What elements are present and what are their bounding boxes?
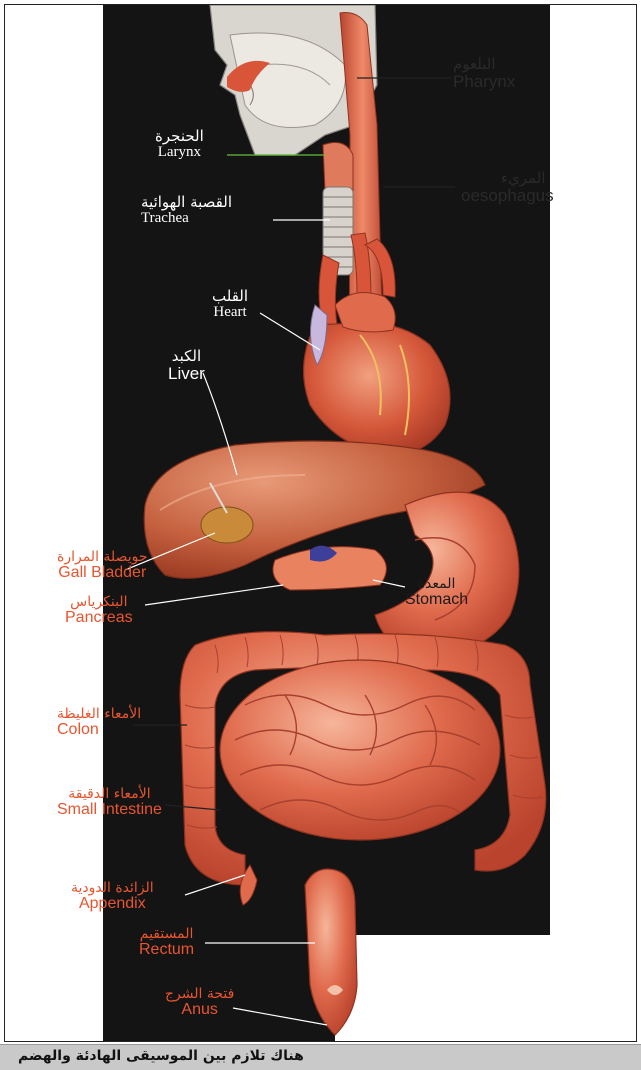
label-heart: القلب Heart <box>212 289 248 321</box>
label-rectum: المستقيم Rectum <box>139 927 194 958</box>
gall-bladder-english: Gall Bladder <box>57 565 147 582</box>
rectum-english: Rectum <box>139 942 194 959</box>
pharynx-arabic: البلعوم <box>453 57 515 73</box>
larynx-english: Larynx <box>155 145 204 161</box>
label-appendix: الزائدة الدودية Appendix <box>71 881 154 912</box>
caption-bar: هناك تلازم بين الموسيقى الهادئة والهضم <box>0 1044 641 1070</box>
heart-arabic: القلب <box>212 289 248 305</box>
label-stomach: المعدة Stomach <box>405 577 468 608</box>
liver-arabic: الكبد <box>168 349 205 365</box>
label-gall-bladder: حويصلة المرارة Gall Bladder <box>57 550 147 581</box>
label-oesophagus: المريء oesophagus <box>461 171 554 205</box>
pharynx-english: Pharynx <box>453 73 515 91</box>
small-intestine-english: Small Intestine <box>57 802 162 819</box>
label-pharynx: البلعوم Pharynx <box>453 57 515 91</box>
anatomy-figure: البلعوم Pharynx المريء oesophagus الحنجر… <box>4 4 637 1042</box>
pancreas-english: Pancreas <box>65 610 133 627</box>
label-liver: الكبد Liver <box>168 349 205 383</box>
heart-english: Heart <box>212 305 248 321</box>
trachea-arabic: القصبة الهوائية <box>141 195 232 211</box>
colon-arabic: الأمعاء الغليظة <box>57 707 141 722</box>
label-small-intestine: الأمعاء الدقيقة Small Intestine <box>57 787 162 818</box>
label-anus: فتحة الشرج Anus <box>165 987 234 1018</box>
anus-arabic: فتحة الشرج <box>165 987 234 1002</box>
colon-english: Colon <box>57 722 141 739</box>
caption-text: هناك تلازم بين الموسيقى الهادئة والهضم <box>18 1048 304 1064</box>
appendix-arabic: الزائدة الدودية <box>71 881 154 896</box>
gall-bladder-arabic: حويصلة المرارة <box>57 550 147 565</box>
label-larynx: الحنجرة Larynx <box>155 129 204 161</box>
small-intestine-shape <box>220 660 500 840</box>
liver-english: Liver <box>168 365 205 383</box>
anus-english: Anus <box>165 1002 234 1019</box>
label-colon: الأمعاء الغليظة Colon <box>57 707 141 738</box>
oesophagus-english: oesophagus <box>461 187 554 205</box>
label-trachea: القصبة الهوائية Trachea <box>141 195 232 227</box>
trachea-english: Trachea <box>141 211 232 227</box>
stomach-english: Stomach <box>405 592 468 609</box>
pancreas-arabic: البنكرياس <box>65 595 133 610</box>
appendix-english: Appendix <box>71 896 154 913</box>
label-pancreas: البنكرياس Pancreas <box>65 595 133 626</box>
larynx-arabic: الحنجرة <box>155 129 204 145</box>
small-intestine-arabic: الأمعاء الدقيقة <box>57 787 162 802</box>
oesophagus-arabic: المريء <box>461 171 554 187</box>
rectum-arabic: المستقيم <box>139 927 194 942</box>
stomach-arabic: المعدة <box>405 577 468 592</box>
